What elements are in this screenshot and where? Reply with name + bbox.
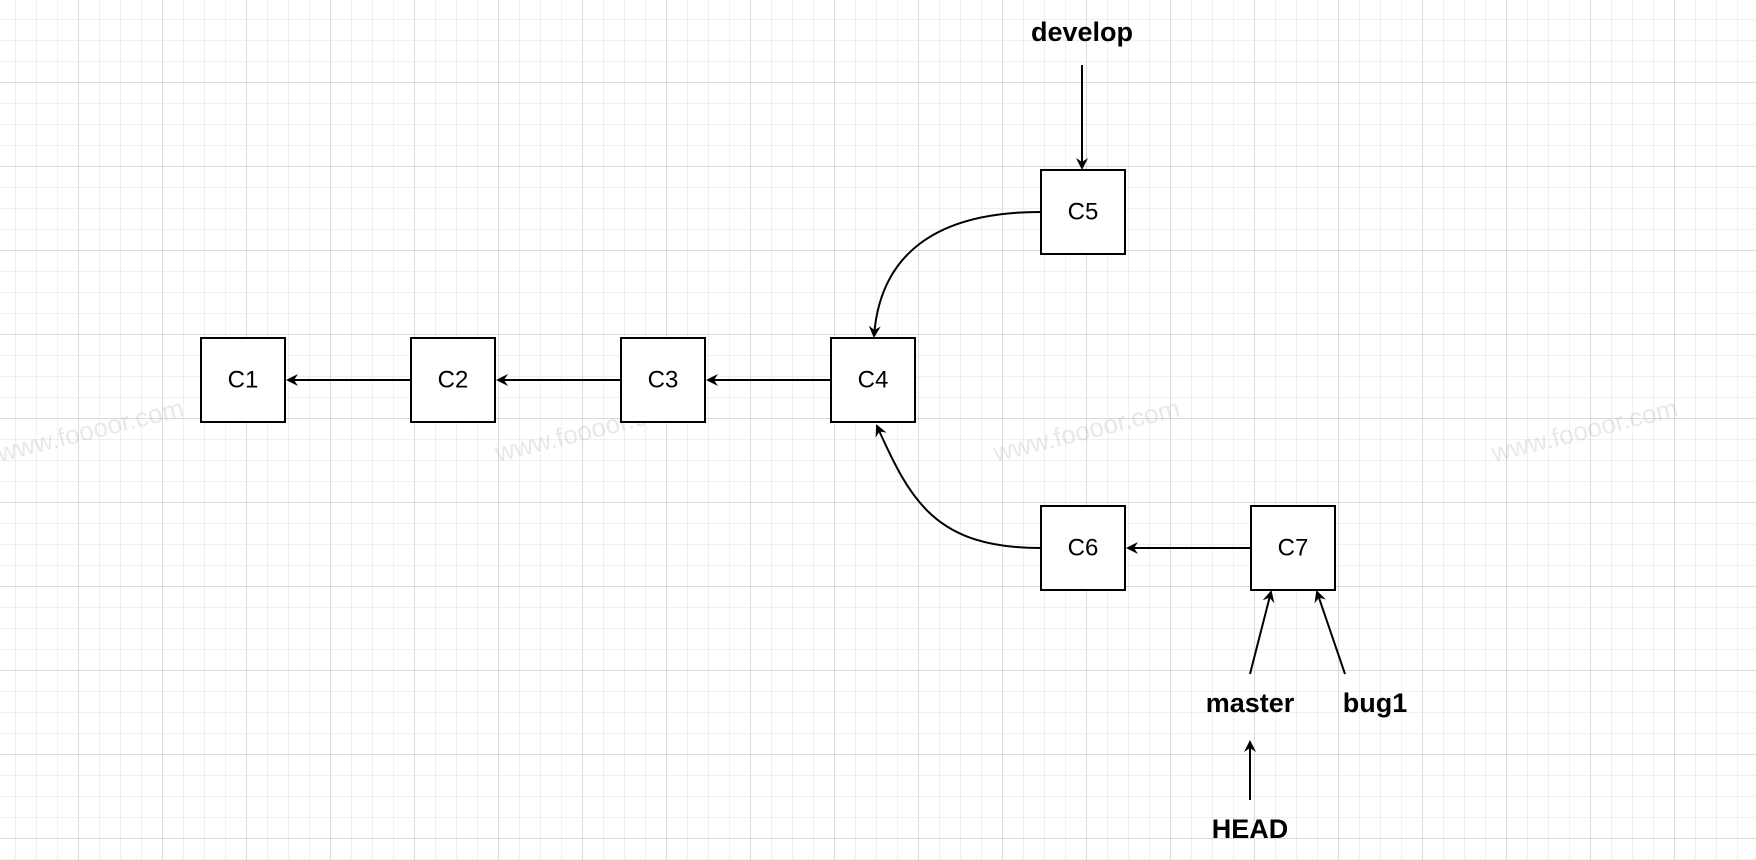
ref-label-bug1[interactable]: bug1 (1343, 688, 1408, 718)
commit-label-c7: C7 (1278, 534, 1309, 561)
commit-node-c6[interactable]: C6 (1040, 505, 1126, 591)
watermark-4: www.foooor.com (1487, 393, 1680, 468)
commit-edges (286, 211, 1250, 554)
commit-node-c3[interactable]: C3 (620, 337, 706, 423)
ref-label-develop[interactable]: develop (1031, 17, 1133, 47)
commit-node-c5[interactable]: C5 (1040, 169, 1126, 255)
commit-label-c1: C1 (228, 366, 259, 393)
commit-node-c2[interactable]: C2 (410, 337, 496, 423)
arrow-master-to-c7 (1249, 590, 1275, 675)
commit-label-c5: C5 (1068, 198, 1099, 225)
commit-label-c3: C3 (648, 366, 679, 393)
watermark-3: www.foooor.com (989, 393, 1182, 468)
ref-label-master[interactable]: master (1206, 688, 1295, 718)
arrow-bug1-to-c7 (1314, 590, 1346, 675)
edge-c6-to-c4 (875, 424, 1041, 549)
ref-label-head[interactable]: HEAD (1212, 814, 1289, 844)
commit-node-c4[interactable]: C4 (830, 337, 916, 423)
commit-label-c6: C6 (1068, 534, 1099, 561)
watermark-1: www.foooor.com (0, 393, 187, 468)
edge-c5-to-c4 (868, 211, 1041, 338)
commit-node-c1[interactable]: C1 (200, 337, 286, 423)
commit-label-c2: C2 (438, 366, 469, 393)
commit-label-c4: C4 (858, 366, 889, 393)
ref-arrows (1076, 65, 1346, 800)
commit-node-c7[interactable]: C7 (1250, 505, 1336, 591)
